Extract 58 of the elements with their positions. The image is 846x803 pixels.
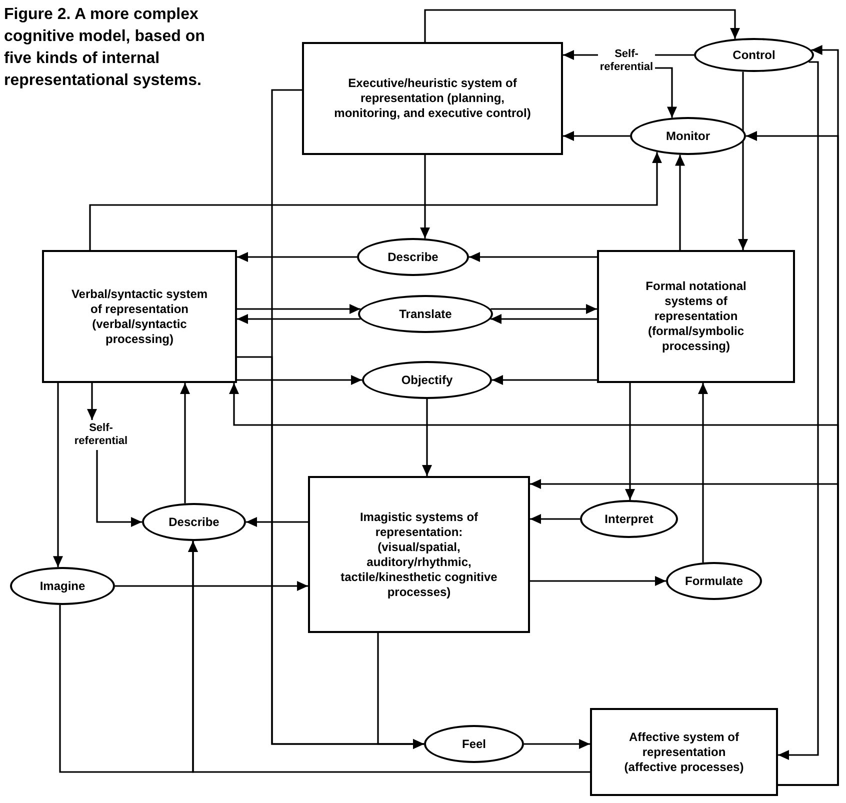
node-label: Formal notational systems of representation (formal/symbolic processing) bbox=[644, 279, 748, 354]
figure-caption: Figure 2. A more complex cognitive model, based on five kinds of internal representational systems. bbox=[4, 5, 206, 91]
arrow bbox=[180, 383, 190, 504]
arrow bbox=[490, 304, 597, 314]
process-oval bbox=[630, 117, 746, 155]
arrow bbox=[492, 375, 597, 385]
arrow bbox=[698, 383, 708, 562]
arrow bbox=[188, 541, 590, 773]
arrow bbox=[524, 739, 590, 749]
system-box bbox=[308, 476, 530, 633]
arrow bbox=[530, 576, 666, 586]
node-label: Affective system of representation (affective processes) bbox=[623, 730, 745, 774]
arrow bbox=[530, 479, 839, 786]
node-label: Describe bbox=[388, 250, 438, 264]
arrow bbox=[89, 152, 662, 250]
process-oval bbox=[694, 38, 814, 72]
system-box bbox=[302, 42, 563, 155]
arrow bbox=[237, 375, 362, 385]
arrow bbox=[625, 383, 635, 500]
arrow bbox=[237, 314, 360, 324]
arrow bbox=[530, 514, 580, 524]
arrow bbox=[675, 154, 685, 250]
system-box bbox=[590, 708, 778, 796]
arrow bbox=[422, 399, 432, 476]
node-label: Imagistic systems of representation: (visual/spatial, auditory/rhythmic, tactile/kinesthetic cognitive processes) bbox=[340, 510, 498, 600]
node-label: Describe bbox=[168, 514, 220, 530]
arrow bbox=[563, 50, 598, 60]
system-box bbox=[42, 250, 237, 383]
annotation-text: Self-referential bbox=[70, 420, 132, 450]
arrow bbox=[96, 450, 142, 527]
node-label: Control bbox=[732, 48, 776, 62]
arrow bbox=[237, 252, 357, 262]
annotation-text: Self-referential bbox=[598, 44, 655, 78]
arrow bbox=[469, 252, 597, 262]
node-label: Translate bbox=[399, 306, 452, 322]
arrow bbox=[490, 314, 597, 324]
node-label: Formulate bbox=[684, 574, 743, 588]
arrow bbox=[87, 383, 97, 420]
connector-line bbox=[655, 54, 694, 56]
node-label: Objectify bbox=[401, 372, 453, 388]
arrow bbox=[655, 67, 677, 118]
arrow bbox=[115, 581, 308, 591]
arrow bbox=[53, 383, 63, 568]
node-label: Verbal/syntactic system of representation (verbal/syntactic processing) bbox=[70, 286, 209, 346]
node-label: Feel bbox=[462, 736, 486, 752]
arrow bbox=[778, 61, 819, 760]
arrow bbox=[420, 155, 430, 238]
arrow bbox=[738, 72, 748, 250]
arrow bbox=[424, 9, 740, 42]
node-label: Interpret bbox=[604, 512, 654, 526]
arrow bbox=[563, 131, 630, 141]
arrow bbox=[237, 304, 360, 314]
arrow bbox=[246, 517, 308, 527]
node-label: Imagine bbox=[40, 578, 86, 594]
system-box bbox=[597, 250, 795, 383]
node-label: Monitor bbox=[666, 128, 710, 144]
arrow bbox=[377, 633, 424, 749]
node-label: Executive/heuristic system of representation (planning, monitoring, and executive control) bbox=[333, 76, 532, 121]
